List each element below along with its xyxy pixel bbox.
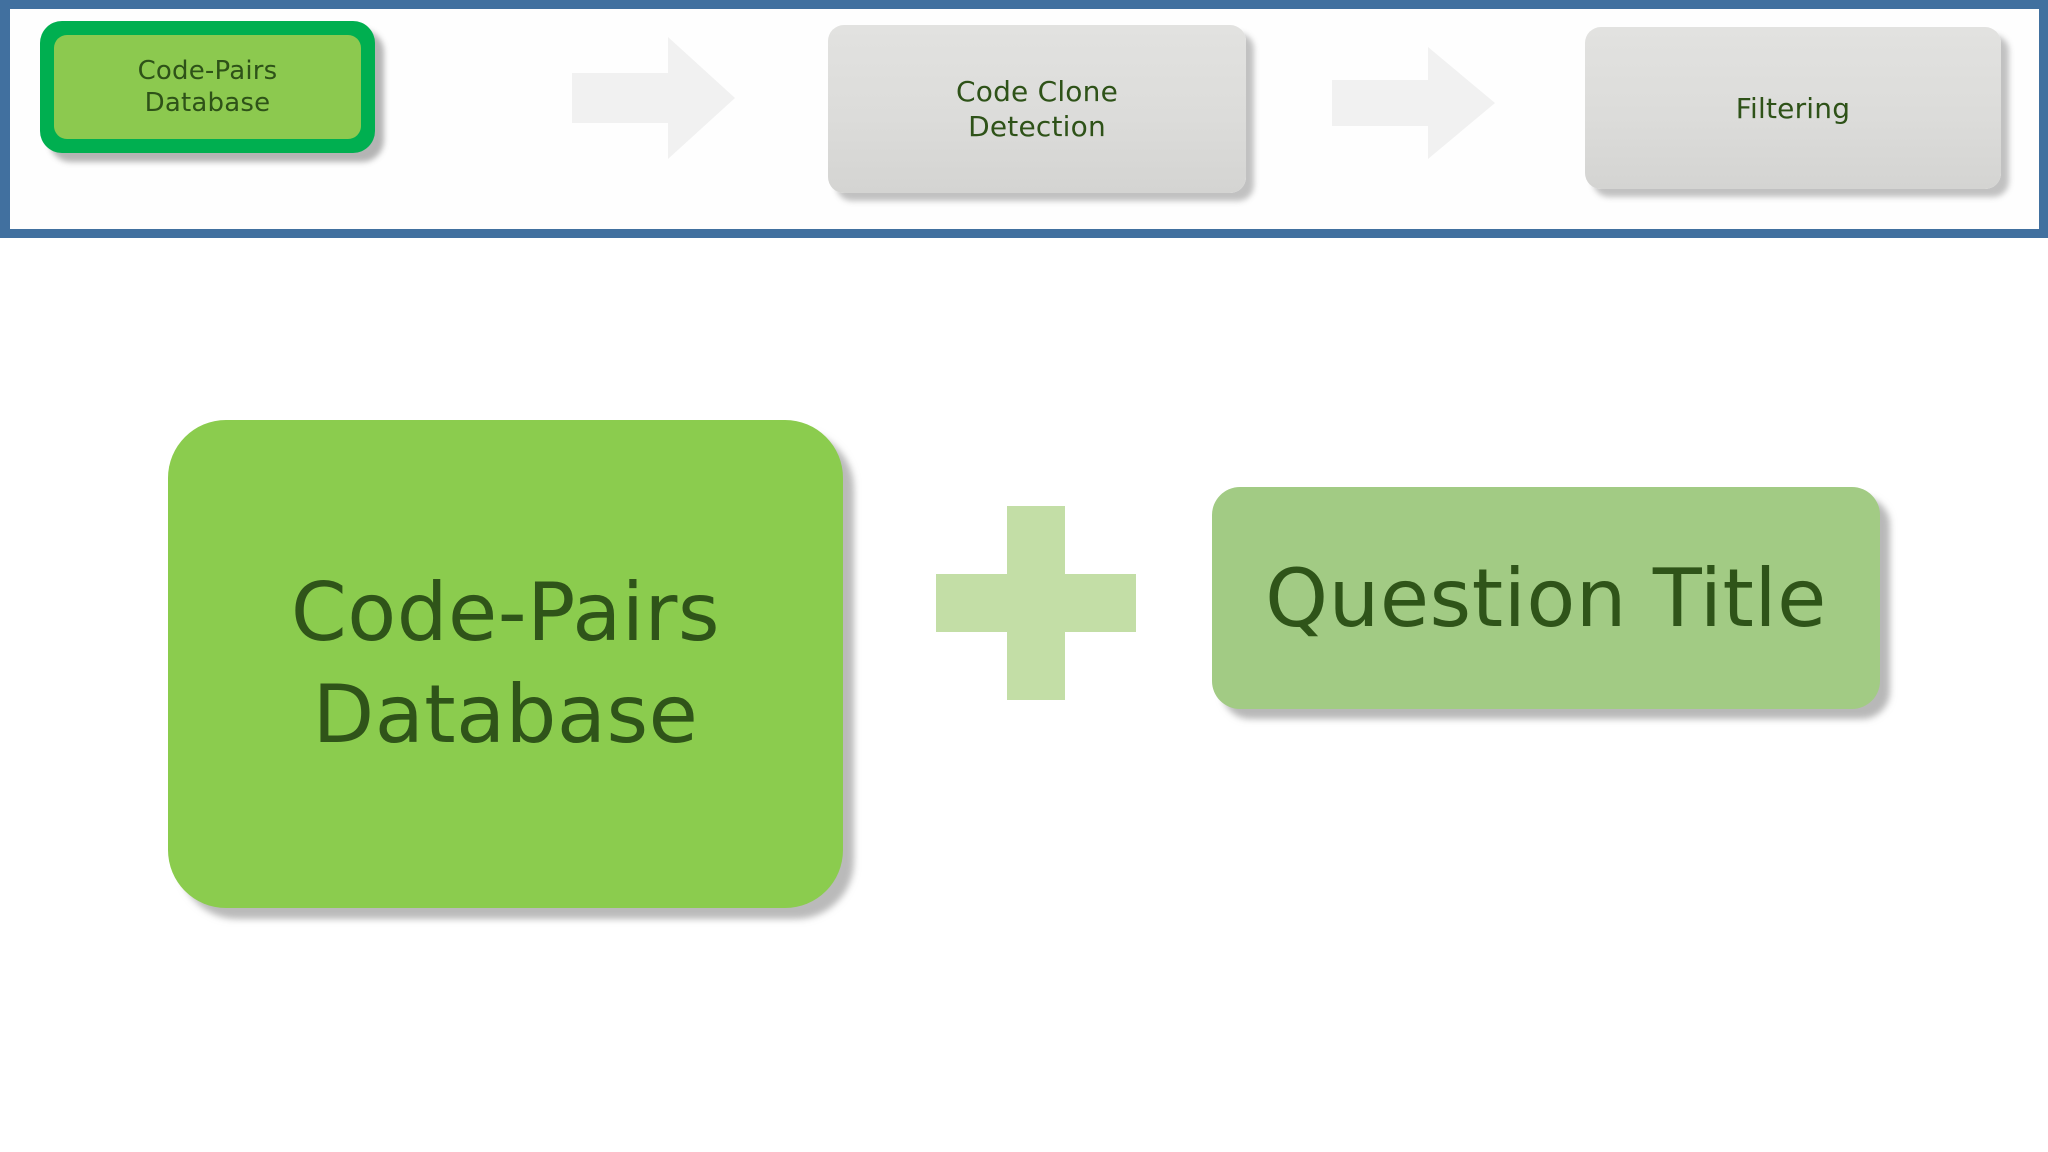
pipeline-step-fill: Code-Pairs Database [54,35,361,139]
pipeline-step-label-code-clone-detection: Code Clone Detection [955,75,1118,143]
pipeline-banner: Code-Pairs Database Code Clone Detection… [0,0,2048,238]
code-pairs-database-card-label: Code-Pairs Database [290,565,721,761]
question-title-card[interactable]: Question Title [1212,487,1880,709]
pipeline-step-code-pairs-database[interactable]: Code-Pairs Database [40,21,375,153]
code-pairs-database-card[interactable]: Code-Pairs Database [168,420,843,908]
pipeline-step-code-clone-detection[interactable]: Code Clone Detection [828,25,1246,193]
main-canvas: Code-Pairs Database Question Title [0,238,2048,1152]
plus-icon [936,506,1136,700]
pipeline-step-label-filtering: Filtering [1735,91,1851,125]
question-title-card-label: Question Title [1265,551,1827,645]
pipeline-banner-inner: Code-Pairs Database Code Clone Detection… [10,9,2039,229]
pipeline-step-label-code-pairs-database: Code-Pairs Database [137,55,278,119]
arrow-right-icon [572,37,735,163]
plus-icon-vertical-bar [1007,506,1065,700]
arrow-right-icon [1332,47,1495,163]
pipeline-step-filtering[interactable]: Filtering [1585,27,2001,189]
